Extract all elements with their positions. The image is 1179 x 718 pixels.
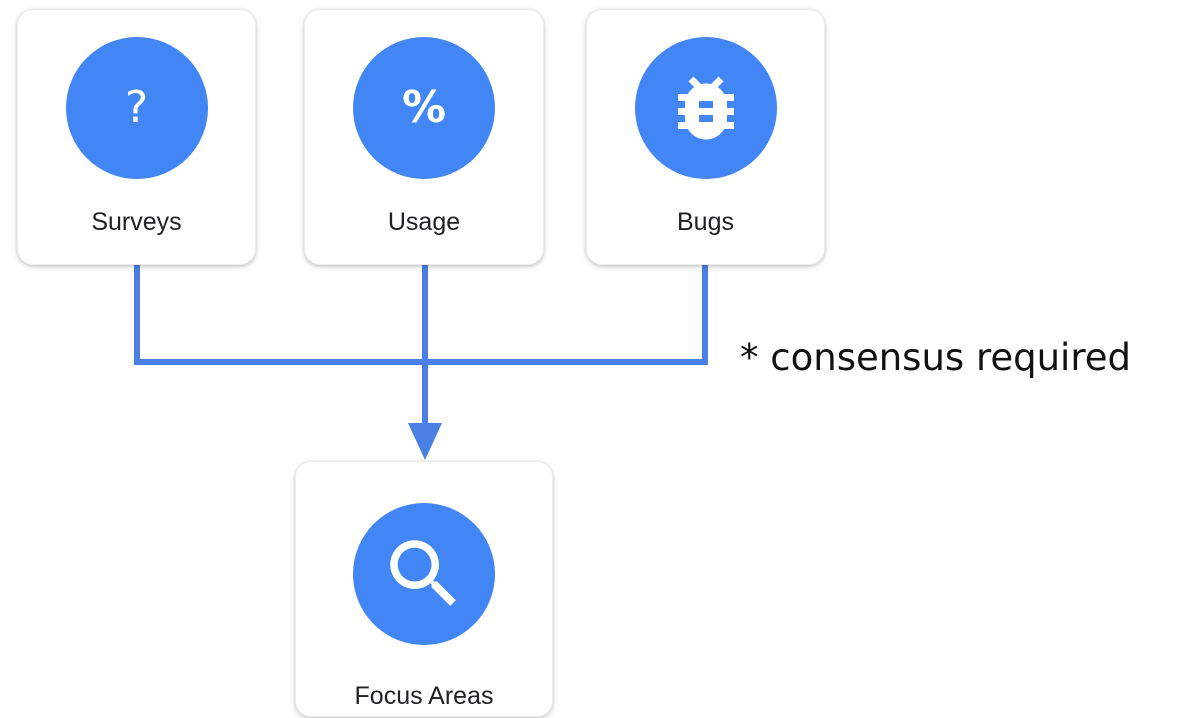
percent-icon: %	[353, 37, 495, 179]
consensus-note: * consensus required	[740, 336, 1131, 379]
source-label-usage: Usage	[387, 208, 461, 236]
source-card-usage: % Usage	[304, 9, 544, 265]
target-label-focus-areas: Focus Areas	[354, 682, 494, 710]
search-icon	[353, 503, 495, 645]
arrowhead	[408, 423, 442, 460]
source-card-surveys: ? Surveys	[17, 9, 256, 265]
source-label-bugs: Bugs	[677, 208, 734, 236]
source-label-surveys: Surveys	[91, 208, 182, 236]
source-card-bugs: Bugs	[586, 9, 825, 265]
bug-icon	[634, 37, 777, 179]
help-question-icon: ?	[65, 37, 208, 179]
target-card-focus-areas: Focus Areas	[295, 461, 553, 717]
